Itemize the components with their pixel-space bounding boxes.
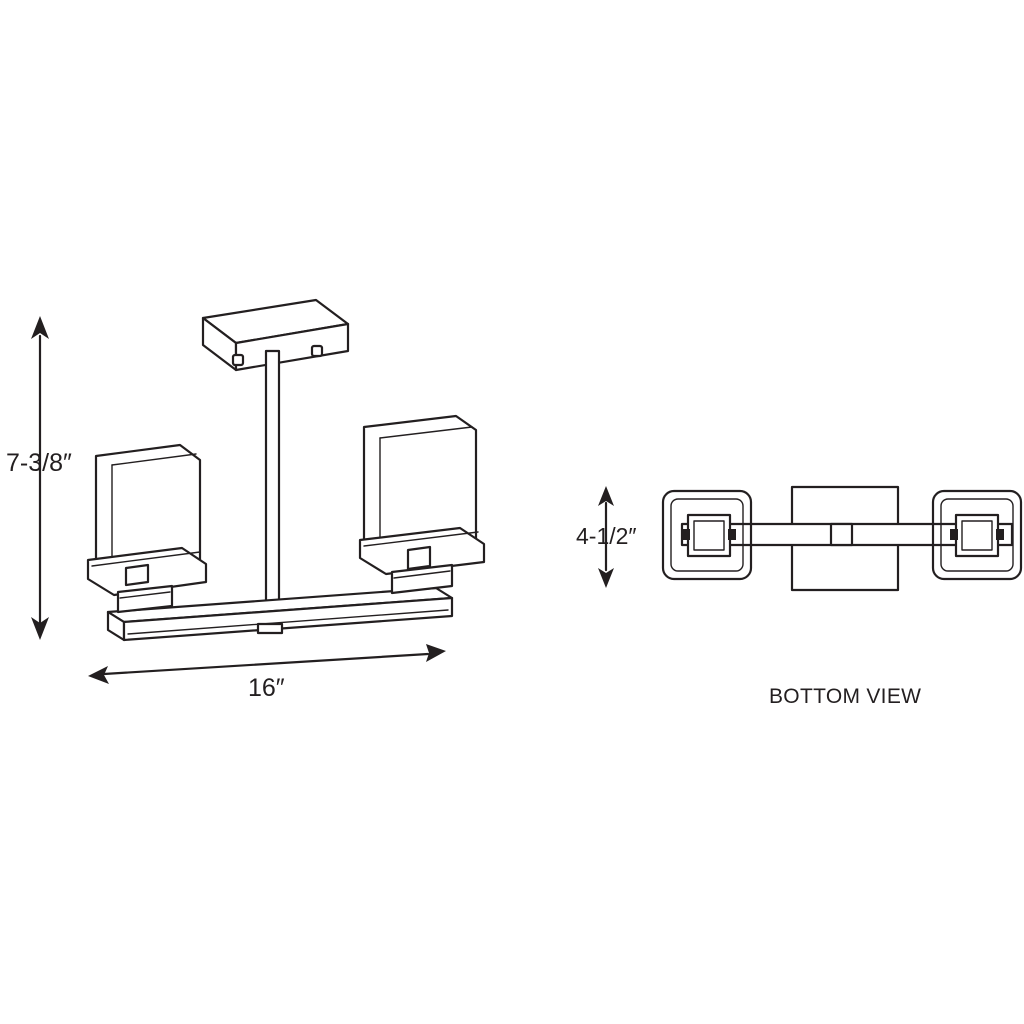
bottom-view-crossbar [680, 522, 1014, 547]
bottom-view-caption: BOTTOM VIEW [769, 685, 922, 708]
left-shade-holder [86, 546, 208, 614]
width-dimension-arrow [88, 644, 446, 684]
fixture-bottom-view [661, 485, 1023, 592]
height-dimension-label: 7-3/8″ [6, 449, 72, 477]
crossbar [106, 586, 454, 642]
stem [264, 349, 281, 603]
height-dimension-arrow [31, 316, 49, 640]
right-shade-holder [358, 526, 486, 595]
fixture-front-elevation [86, 298, 486, 642]
bottom-view-right-shade [931, 489, 1023, 581]
bottom-view-left-shade [661, 489, 753, 581]
depth-dimension-arrow [598, 486, 614, 588]
depth-dimension-label: 4-1/2″ [576, 523, 637, 549]
ceiling-canopy [201, 298, 350, 372]
width-dimension-label: 16″ [248, 674, 285, 702]
